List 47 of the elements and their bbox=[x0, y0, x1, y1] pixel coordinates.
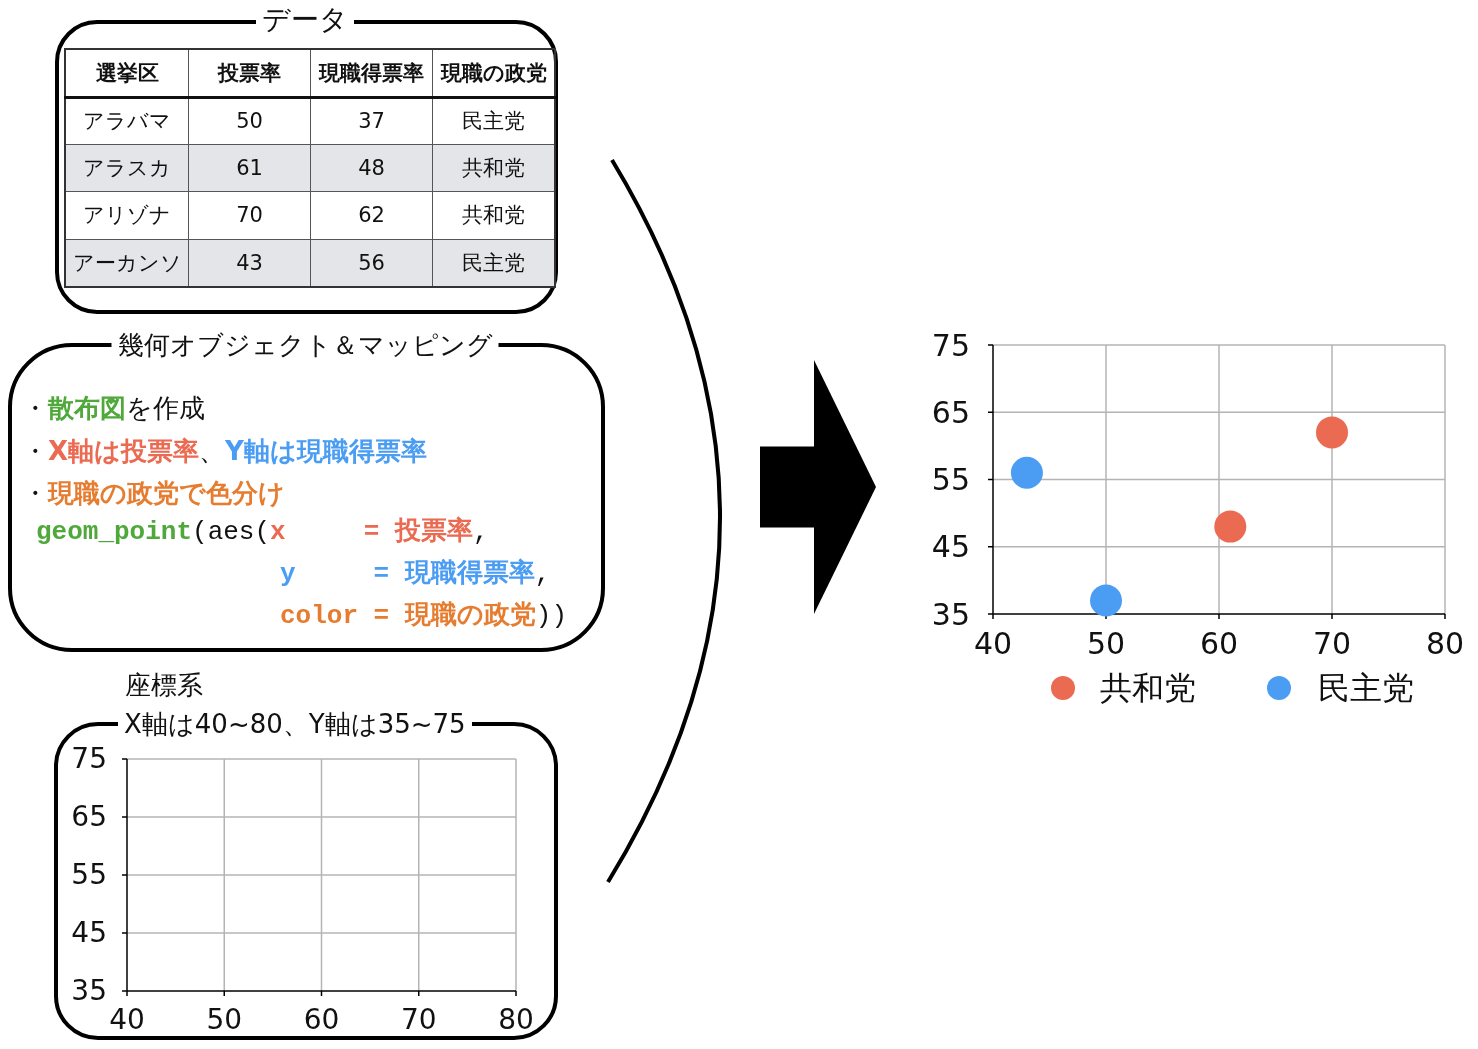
axis-tick-label: 70 bbox=[1312, 625, 1352, 663]
code-line: color = 現職の政党)) bbox=[280, 600, 568, 633]
legend-label: 共和党 bbox=[1100, 668, 1196, 709]
table-value: 民主党 bbox=[432, 239, 555, 287]
axis-tick-label: 40 bbox=[973, 625, 1013, 663]
axis-tick-label: 65 bbox=[931, 394, 970, 432]
table-value: 48 bbox=[310, 144, 433, 191]
column-header: 現職得票率 bbox=[310, 49, 433, 97]
axis-tick-label: 45 bbox=[931, 528, 970, 566]
bullet-item: ・X軸は投票率、Y軸は現職得票率 bbox=[22, 435, 427, 468]
axis-tick-label: 55 bbox=[71, 857, 107, 893]
legend-label: 民主党 bbox=[1318, 668, 1414, 709]
bullet-item: ・現職の政党で色分け bbox=[22, 477, 285, 510]
axis-tick-label: 35 bbox=[71, 973, 107, 1009]
axis-tick-label: 45 bbox=[71, 915, 107, 951]
axis-tick-label: 35 bbox=[931, 596, 970, 634]
table-value: 70 bbox=[188, 191, 311, 239]
axis-tick-label: 65 bbox=[71, 799, 107, 835]
axis-tick-label: 60 bbox=[303, 1002, 340, 1038]
table-value: 43 bbox=[188, 239, 311, 287]
table-value: アーカンソ bbox=[65, 239, 189, 287]
code-line: y = 現職得票率, bbox=[280, 557, 551, 591]
table-value: アラバマ bbox=[65, 97, 189, 144]
axis-tick-label: 75 bbox=[71, 741, 107, 777]
axis-tick-label: 55 bbox=[931, 461, 970, 499]
bullet-item: ・散布図を作成 bbox=[22, 392, 205, 425]
axis-tick-label: 50 bbox=[1086, 625, 1126, 663]
axis-tick-label: 80 bbox=[1425, 625, 1465, 663]
axis-tick-label: 40 bbox=[109, 1002, 145, 1038]
table-value: アリゾナ bbox=[65, 191, 189, 239]
column-header: 選挙区 bbox=[65, 49, 189, 97]
axis-tick-label: 50 bbox=[206, 1002, 243, 1038]
table-value: 37 bbox=[310, 97, 433, 144]
table-value: アラスカ bbox=[65, 144, 189, 191]
block-arrow bbox=[760, 360, 876, 614]
axis-tick-label: 60 bbox=[1199, 625, 1239, 663]
table-value: 61 bbox=[188, 144, 311, 191]
column-header: 投票率 bbox=[188, 49, 311, 97]
table-value: 50 bbox=[188, 97, 311, 144]
table-value: 62 bbox=[310, 191, 433, 239]
axis-tick-label: 80 bbox=[498, 1002, 534, 1038]
table-value: 56 bbox=[310, 239, 433, 287]
axis-tick-label: 70 bbox=[400, 1002, 437, 1038]
axis-tick-label: 75 bbox=[931, 327, 970, 365]
panel-heading: 座標系 bbox=[125, 669, 203, 702]
table-value: 共和党 bbox=[432, 144, 555, 191]
code-line: geom_point(aes(x = 投票率, bbox=[36, 515, 489, 549]
